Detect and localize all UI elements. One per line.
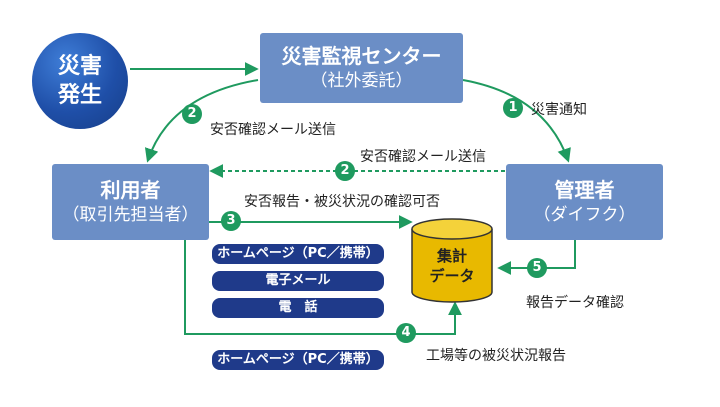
arrow-user-bottom-to-database [184, 240, 462, 335]
channel-homepage-pill: ホームページ（PC／携帯） [212, 244, 384, 264]
user-subtitle: （取引先担当者） [62, 205, 199, 225]
step-4-badge: 4 [396, 323, 416, 343]
channel-phone-pill: 電 話 [212, 298, 384, 318]
monitoring-center-box: 災害監視センター （社外委託） [260, 33, 463, 103]
disaster-line2: 発生 [57, 83, 102, 108]
step-3-label: 安否報告・被災状況の確認可否 [244, 194, 440, 210]
step-1-label: 災害通知 [531, 102, 587, 118]
step-3-badge: 3 [221, 211, 241, 231]
user-title: 利用者 [100, 178, 161, 202]
database-label: 集計 データ [412, 246, 492, 286]
step-1-badge: 1 [503, 98, 523, 118]
step-5-badge: 5 [527, 258, 547, 278]
manager-title: 管理者 [554, 178, 615, 202]
database-line2: データ [429, 267, 475, 285]
step-2b-label: 安否確認メール送信 [360, 149, 486, 165]
arrow-manager-to-database [497, 240, 576, 275]
disaster-occurrence-circle: 災害 発生 [32, 33, 128, 129]
user-box: 利用者 （取引先担当者） [52, 164, 209, 240]
step-5-label: 報告データ確認 [526, 295, 624, 311]
step-2b-badge: 2 [335, 161, 355, 181]
disaster-line1: 災害 [57, 54, 102, 79]
manager-box: 管理者 （ダイフク） [506, 164, 663, 240]
step-4-label: 工場等の被災状況報告 [426, 348, 566, 364]
manager-subtitle: （ダイフク） [533, 205, 636, 225]
step-2-label: 安否確認メール送信 [210, 122, 336, 138]
monitoring-center-title: 災害監視センター [281, 44, 442, 68]
arrow-center-to-manager [462, 79, 571, 163]
step-2-badge: 2 [182, 104, 202, 124]
database-line1: 集計 [436, 247, 467, 265]
channel-email-pill: 電子メール [212, 271, 384, 291]
channel-homepage-pill-2: ホームページ（PC／携帯） [212, 350, 384, 370]
monitoring-center-subtitle: （社外委託） [310, 71, 413, 91]
database-cylinder [411, 218, 493, 303]
